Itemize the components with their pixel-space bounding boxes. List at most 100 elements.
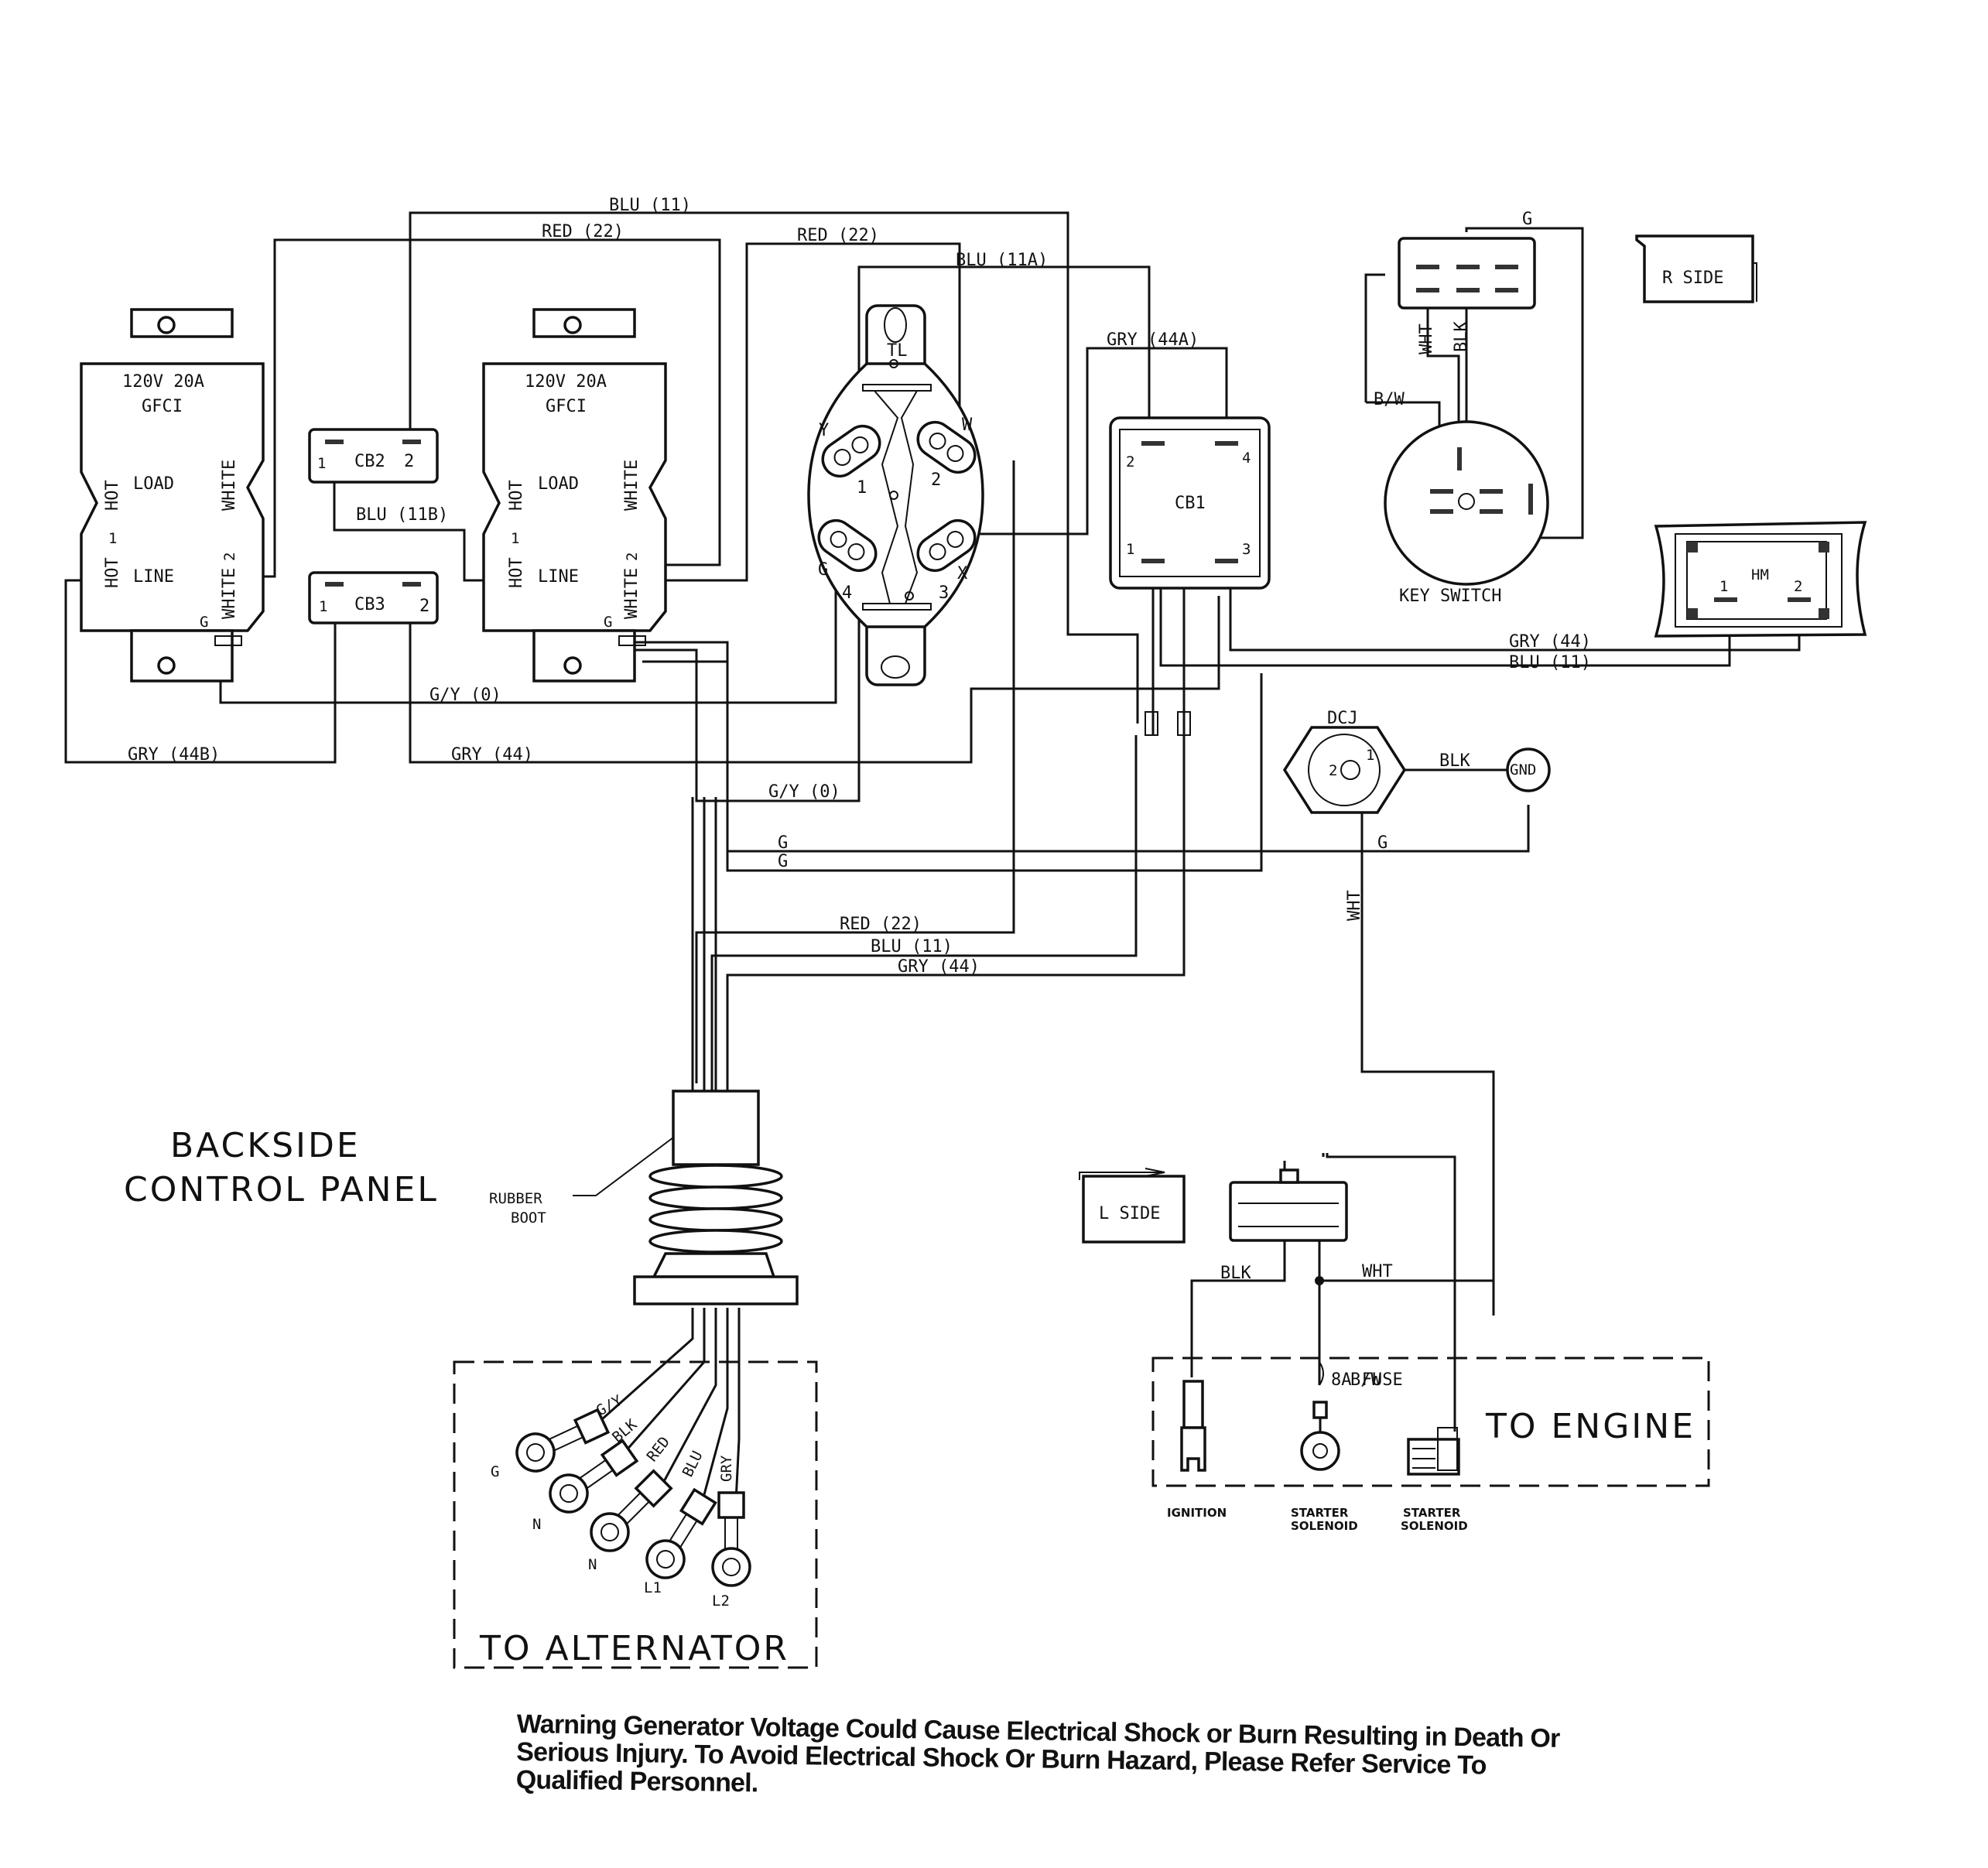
wires: [64, 211, 1801, 1517]
label-gry44-bottom: GRY (44): [898, 957, 980, 977]
key-switch-bw: B/W: [1374, 390, 1405, 409]
dcj-pin1: 1: [1366, 747, 1374, 764]
gfci-left-white-lower: WHITE: [220, 568, 239, 619]
key-switch-blk: BLK: [1452, 321, 1471, 352]
dcj-label: DCJ: [1327, 709, 1358, 728]
alt-wire-blu: BLU: [679, 1449, 707, 1480]
engine-ignition-label: IGNITION: [1167, 1506, 1227, 1520]
label-gry44b: GRY (44B): [128, 745, 220, 765]
gfci-left-hot-lower: HOT: [103, 557, 122, 588]
gfci-left-hot-upper: HOT: [103, 480, 122, 511]
alt-wire-gry: GRY: [718, 1455, 735, 1482]
engine-starter2-line1: STARTER: [1403, 1506, 1461, 1520]
cb2-pin2: 2: [404, 452, 414, 471]
receptacle-pin4: 4: [842, 583, 852, 603]
key-switch: WHT BLK B/W G KEY SWITCH: [1374, 210, 1549, 606]
receptacle-pin3: 3: [939, 583, 949, 603]
alternator-label: TO ALTERNATOR: [479, 1629, 789, 1668]
key-switch-wht: WHT: [1417, 323, 1436, 354]
dcj-pin2: 2: [1329, 762, 1337, 779]
label-g-right: G: [1377, 833, 1387, 853]
receptacle-w: W: [962, 416, 973, 435]
receptacle-pin2: 2: [931, 470, 941, 490]
rubber-boot-label-2: BOOT: [511, 1209, 546, 1227]
label-gry44-mid: GRY (44): [451, 745, 533, 765]
key-switch-label: KEY SWITCH: [1399, 587, 1501, 606]
label-blu11-hm: BLU (11): [1509, 653, 1591, 672]
gfci-right-hot-upper: HOT: [507, 480, 526, 511]
label-wht-vertical: WHT: [1345, 890, 1364, 921]
gfci-left-line: LINE: [133, 567, 174, 587]
hour-meter-pin1: 1: [1719, 578, 1728, 595]
rubber-boot-label-1: RUBBER: [489, 1190, 542, 1207]
cb2: 1 CB2 2: [308, 428, 439, 484]
wire-labels: BLU (11) RED (22) RED (22) BLU (11A) GRY…: [128, 196, 1591, 977]
engine-blk: BLK: [1220, 1264, 1251, 1283]
cb3: 1 CB3 2: [308, 571, 439, 624]
title-line2: CONTROL PANEL: [124, 1170, 439, 1209]
r-side-connector: R SIDE: [1635, 234, 1757, 303]
gfci-right-rating: 120V 20A: [525, 372, 607, 392]
alt-wire-blk: BLK: [609, 1416, 641, 1446]
gfci-right-ground: G: [604, 614, 612, 631]
engine-wht: WHT: [1362, 1262, 1393, 1281]
hour-meter-label: HM: [1751, 566, 1769, 583]
engine-starter2-line2: SOLENOID: [1401, 1519, 1468, 1533]
gfci-left-rating: 120V 20A: [122, 372, 204, 392]
label-red22-top: RED (22): [542, 222, 624, 241]
receptacle-tl: TL: [887, 341, 908, 361]
cb1-pin3: 3: [1242, 541, 1251, 558]
engine-starter1-line2: SOLENOID: [1291, 1519, 1358, 1533]
receptacle-pin1: 1: [857, 478, 867, 498]
receptacle-x: X: [957, 564, 968, 583]
gfci-left-white-upper: WHITE: [220, 460, 239, 511]
alt-terminal-l1: L1: [644, 1579, 662, 1596]
receptacle-g: G: [818, 560, 828, 580]
gfci-right-pin1: 1: [511, 530, 519, 547]
label-g-upper: G: [778, 833, 788, 853]
gfci-left: 120V 20A GFCI LOAD LINE HOT HOT 1 WHITE …: [80, 308, 265, 683]
label-gry44-hm: GRY (44): [1509, 632, 1591, 652]
cb1: 2 4 CB1 1 3: [1109, 416, 1271, 590]
cb3-pin1: 1: [319, 598, 327, 615]
l-side-label: L SIDE: [1099, 1204, 1160, 1223]
hour-meter: HM 1 2: [1654, 521, 1867, 638]
gfci-right: 120V 20A GFCI LOAD LINE HOT HOT 1 WHITE …: [482, 308, 667, 683]
label-gry44a: GRY (44A): [1107, 330, 1199, 350]
cb2-pin1: 1: [317, 455, 326, 472]
engine-harness-connector: [1229, 1168, 1348, 1242]
dc-jack: DCJ 2 1: [1282, 709, 1407, 814]
gnd-label: GND: [1510, 761, 1536, 778]
label-red22-bottom: RED (22): [840, 915, 922, 934]
alt-terminal-l2: L2: [712, 1593, 730, 1610]
label-g-lower: G: [778, 852, 788, 871]
engine-fuse-label: 8A FUSE: [1331, 1370, 1403, 1390]
alt-terminal-n1: N: [532, 1516, 541, 1533]
label-blk-dcj: BLK: [1439, 751, 1470, 771]
engine-label: TO ENGINE: [1485, 1407, 1695, 1446]
l-side-connector: L SIDE: [1079, 1168, 1186, 1244]
twistlock-receptacle: TL Y W G X 1 2 3 4: [807, 304, 984, 686]
gfci-right-load: LOAD: [538, 474, 579, 494]
gfci-right-pin2: 2: [624, 553, 641, 561]
rubber-boot: RUBBER BOOT: [489, 1090, 799, 1305]
engine-starter1-line1: STARTER: [1291, 1506, 1349, 1520]
gfci-right-white-lower: WHITE: [622, 568, 642, 619]
label-blu11b: BLU (11B): [356, 505, 448, 525]
gfci-left-pin1: 1: [108, 530, 117, 547]
label-gy0-lower: G/Y (0): [768, 782, 840, 802]
cb3-pin2: 2: [419, 597, 429, 616]
alternator-section: TO ALTERNATOR G/Y BLK RED BLU GRY G N N …: [453, 1360, 818, 1669]
cb1-pin4: 4: [1242, 450, 1251, 467]
gfci-right-hot-lower: HOT: [507, 557, 526, 588]
gfci-left-load: LOAD: [133, 474, 174, 494]
engine-section: TO ENGINE B/W WHT BLK 8A FUSE IGNITION S…: [1151, 1262, 1710, 1533]
label-blu11-top: BLU (11): [609, 196, 691, 215]
gfci-left-ground: G: [200, 614, 208, 631]
r-side-label: R SIDE: [1662, 269, 1723, 288]
gfci-right-white-upper: WHITE: [622, 460, 642, 511]
cb2-label: CB2: [354, 452, 385, 471]
gfci-left-pin2: 2: [221, 553, 238, 561]
safety-warning: Warning Generator Voltage Could Cause El…: [515, 1709, 1560, 1798]
